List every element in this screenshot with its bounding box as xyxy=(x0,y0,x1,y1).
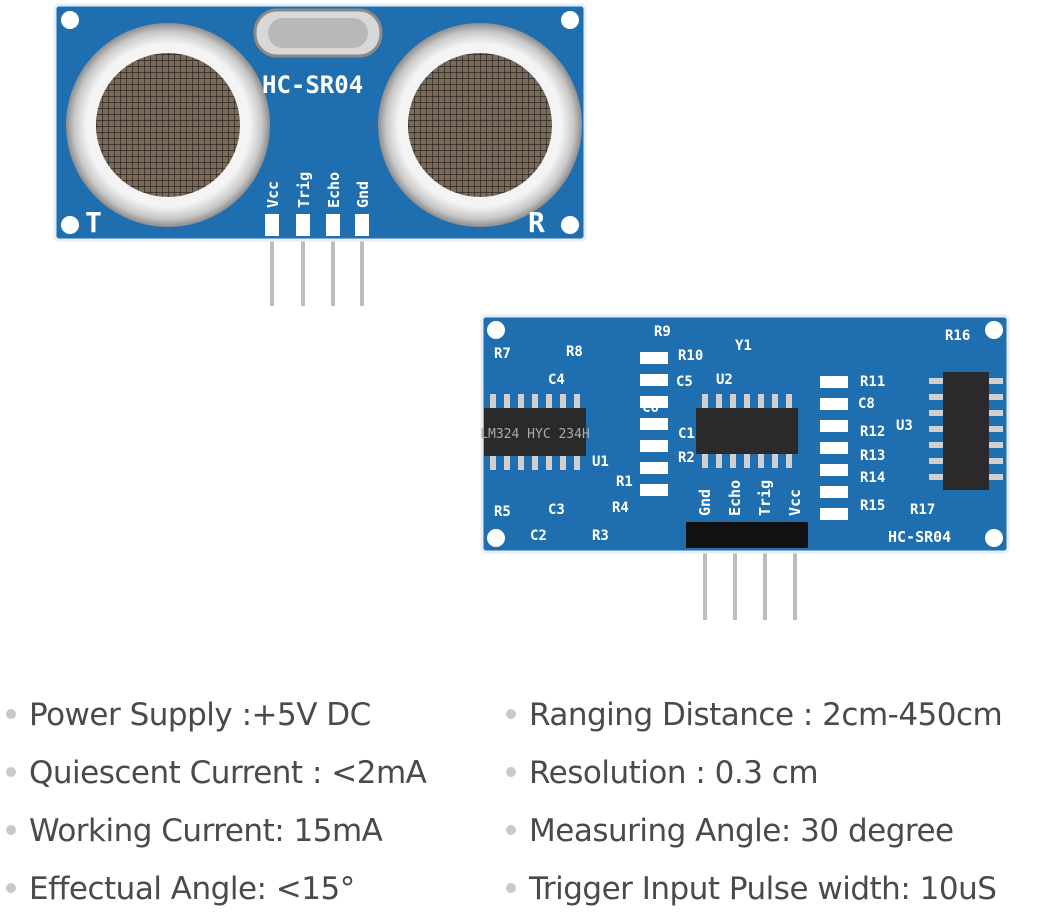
pin-label-gnd: Gnd xyxy=(354,181,372,208)
spec-item: Measuring Angle: 30 degree xyxy=(506,811,954,851)
component-label: R10 xyxy=(678,348,703,364)
bullet-icon xyxy=(6,766,16,777)
component-label: R12 xyxy=(860,424,885,440)
back-pin-label-echo: Echo xyxy=(726,480,744,516)
component-label: R5 xyxy=(494,504,511,520)
bullet-icon xyxy=(6,708,16,719)
bullet-icon xyxy=(506,882,516,893)
component-label: C4 xyxy=(548,372,565,388)
spec-text: Power Supply :+5V DC xyxy=(29,697,371,733)
front-board: HC-SR04 T R Vcc Trig Echo Gnd xyxy=(53,3,587,306)
back-pin-label-trig: Trig xyxy=(756,480,774,516)
component-label: R9 xyxy=(654,324,671,340)
component-label: U3 xyxy=(896,418,913,434)
transmitter-label: T xyxy=(85,206,102,239)
component-label: R14 xyxy=(860,470,885,486)
component-label: R11 xyxy=(860,374,885,390)
spec-text: Quiescent Current : <2mA xyxy=(29,755,427,791)
component-label: C1 xyxy=(678,426,695,442)
spec-item: Trigger Input Pulse width: 10uS xyxy=(506,869,997,909)
spec-text: Effectual Angle: <15° xyxy=(29,871,355,907)
component-label: R1 xyxy=(616,474,633,490)
component-label: R16 xyxy=(945,328,970,344)
component-label: C8 xyxy=(858,396,875,412)
spec-text: Ranging Distance : 2cm-450cm xyxy=(529,697,1003,733)
bullet-icon xyxy=(6,824,16,835)
component-label: R17 xyxy=(910,502,935,518)
component-label: Y1 xyxy=(735,338,752,354)
component-label: R13 xyxy=(860,448,885,464)
back-pins xyxy=(703,540,797,620)
component-label: R3 xyxy=(592,528,609,544)
product-illustration: HC-SR04 T R Vcc Trig Echo Gnd LM324 HYC … xyxy=(53,3,1010,620)
front-pins xyxy=(270,230,364,306)
component-label: C6 xyxy=(642,400,659,416)
component-label: R7 xyxy=(494,346,511,362)
receiver-label: R xyxy=(528,206,545,239)
spec-item: Working Current: 15mA xyxy=(6,811,383,851)
svg-text:LM324 HYC 234H: LM324 HYC 234H xyxy=(480,427,590,442)
spec-item: Quiescent Current : <2mA xyxy=(6,753,427,793)
back-pin-label-gnd: Gnd xyxy=(696,489,714,516)
bullet-icon xyxy=(506,824,516,835)
component-label: R4 xyxy=(612,500,629,516)
pin-label-echo: Echo xyxy=(325,172,343,208)
spec-item: Ranging Distance : 2cm-450cm xyxy=(506,695,1003,735)
spec-text: Measuring Angle: 30 degree xyxy=(529,813,954,849)
spec-text: Working Current: 15mA xyxy=(29,813,383,849)
component-label: R15 xyxy=(860,498,885,514)
pin-label-trig: Trig xyxy=(295,172,313,208)
component-label: C5 xyxy=(676,374,693,390)
bullet-icon xyxy=(506,708,516,719)
spec-text: Trigger Input Pulse width: 10uS xyxy=(529,871,997,907)
chip-u1 xyxy=(484,408,586,456)
back-model-label: HC-SR04 xyxy=(888,528,951,546)
bullet-icon xyxy=(6,882,16,893)
component-label: U1 xyxy=(592,454,609,470)
spec-text: Resolution : 0.3 cm xyxy=(529,755,819,791)
component-label: R2 xyxy=(678,450,695,466)
front-model-label: HC-SR04 xyxy=(262,71,363,99)
component-label: C2 xyxy=(530,528,547,544)
spec-item: Effectual Angle: <15° xyxy=(6,869,355,909)
spec-item: Power Supply :+5V DC xyxy=(6,695,371,735)
chip-u3 xyxy=(943,372,989,490)
chip-u2 xyxy=(696,408,798,454)
component-label: R8 xyxy=(566,344,583,360)
pin-label-vcc: Vcc xyxy=(264,181,282,208)
spec-item: Resolution : 0.3 cm xyxy=(506,753,819,793)
bullet-icon xyxy=(506,766,516,777)
back-pin-label-vcc: Vcc xyxy=(786,489,804,516)
component-label: U2 xyxy=(716,372,733,388)
component-label: C3 xyxy=(548,502,565,518)
